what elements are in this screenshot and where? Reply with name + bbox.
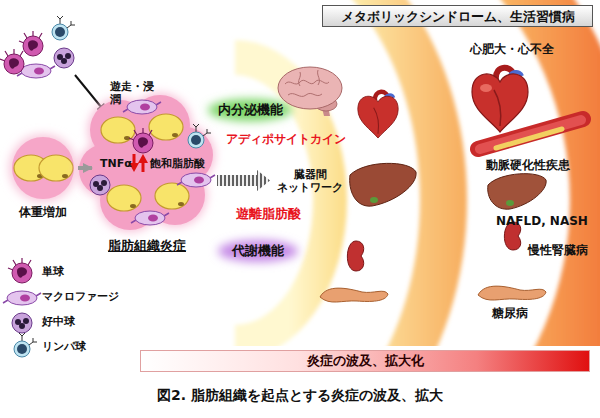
heart-large — [472, 74, 528, 132]
brain — [278, 67, 342, 109]
network-label: 臓器間 ネットワーク — [274, 168, 346, 194]
heart-small — [374, 108, 379, 134]
inflamed-tissue — [107, 185, 141, 211]
heart-small — [358, 96, 398, 138]
change-arrows — [142, 162, 145, 172]
function-glow — [208, 99, 292, 121]
function-glow — [208, 99, 298, 262]
immune-cells — [54, 48, 74, 68]
function-glow — [218, 240, 298, 262]
inflamed-tissue — [77, 93, 215, 232]
inflamed-tissue — [131, 211, 169, 225]
fat-tissue: 体重増加 — [5, 136, 77, 228]
node-text: TNFα — [100, 157, 132, 170]
legend-icons — [14, 333, 37, 357]
heart-large — [472, 68, 528, 132]
node-text: 飽和脂肪酸 — [150, 157, 205, 170]
change-arrows — [138, 154, 148, 163]
legend-entry: 好中球 — [42, 315, 75, 328]
pancreas — [320, 286, 546, 302]
artery — [478, 119, 583, 149]
heart-large — [494, 90, 501, 126]
legend-icons — [12, 313, 32, 333]
legend-icons — [3, 258, 41, 357]
disease-label: 糖尿病 — [492, 306, 528, 320]
artery — [478, 119, 583, 149]
artery — [496, 129, 562, 148]
spread-bands — [235, 0, 600, 346]
legend-text: 単球 — [42, 265, 64, 278]
network-arrow — [217, 170, 270, 191]
immune-cells — [0, 16, 106, 113]
disease-label: 動脈硬化性疾患 — [486, 158, 570, 172]
node-text: 炎症の波及、拡大化 — [307, 353, 424, 369]
connector-arrow — [78, 166, 92, 170]
signal-label: 遊離脂肪酸 — [236, 206, 301, 222]
inflamed-tissue — [101, 117, 135, 143]
legend-text: マクロファージ — [42, 290, 119, 303]
inflamed-tissue — [77, 93, 215, 232]
weight-gain-fat — [9, 134, 77, 202]
function-label: 内分泌機能 — [218, 102, 283, 118]
inflamed-tissue — [90, 175, 110, 195]
figure-caption: 図2. 脂肪組織を起点とする炎症の波及、拡大 — [0, 387, 600, 404]
spread-band: 炎症の波及、拡大化 — [140, 350, 590, 372]
legend-icons — [8, 258, 32, 283]
kidney — [347, 222, 520, 271]
function-label: 代謝機能 — [232, 243, 284, 259]
network-arrow — [257, 170, 270, 191]
disease-label: 心肥大・心不全 — [470, 42, 554, 56]
legend-entry: マクロファージ — [42, 290, 119, 303]
legend-text: 好中球 — [42, 315, 75, 328]
weight-gain-fat — [39, 155, 73, 181]
node-text: 体重増加 — [19, 205, 67, 219]
network-arrow — [217, 175, 257, 186]
category-box: メタボリックシンドローム、生活習慣病 — [322, 5, 593, 27]
brain — [278, 67, 342, 116]
liver — [350, 163, 416, 206]
spread-bands — [235, 0, 467, 346]
inflamed-tissue — [149, 114, 183, 140]
process-label: 遊走・浸潤 — [110, 80, 156, 106]
immune-cells — [52, 16, 75, 40]
legend-entry: 単球 — [42, 265, 64, 278]
change-arrows — [129, 154, 148, 172]
weight-gain-fat — [9, 134, 77, 202]
liver — [370, 197, 378, 203]
inflamed-adipose-tissue: TNFα 飽和脂肪酸脂肪組織炎症 — [93, 100, 217, 260]
node-text: メタボリックシンドローム、生活習慣病 — [341, 9, 575, 24]
legend-text: リンパ球 — [42, 340, 86, 353]
inflamed-tissue — [129, 128, 153, 153]
inflamed-tissue — [188, 124, 211, 148]
signal-label: アディポサイトカイン — [226, 132, 346, 146]
legend-entry: リンパ球 — [42, 340, 86, 353]
immune-cells — [0, 49, 24, 74]
inflamed-tissue — [79, 95, 213, 230]
heart-large — [480, 84, 492, 92]
inflamed-tissue — [177, 173, 215, 187]
liver — [488, 174, 546, 210]
disease-label: 慢性腎臓病 — [528, 243, 588, 257]
change-arrows — [133, 154, 136, 164]
artery — [480, 120, 581, 149]
disease-label: NAFLD, NASH — [496, 214, 588, 228]
liver — [506, 200, 514, 206]
inflamed-tissue — [123, 100, 161, 114]
pancreas — [478, 286, 546, 300]
kidney — [347, 241, 363, 271]
pancreas — [320, 288, 388, 302]
inflamed-tissue — [155, 183, 189, 209]
spread-bands — [235, 0, 600, 346]
weight-gain-fat — [12, 137, 74, 199]
legend-icons — [3, 291, 41, 305]
node-text: 脂肪組織炎症 — [108, 238, 186, 254]
brain — [285, 70, 329, 96]
heart-small — [358, 92, 398, 138]
